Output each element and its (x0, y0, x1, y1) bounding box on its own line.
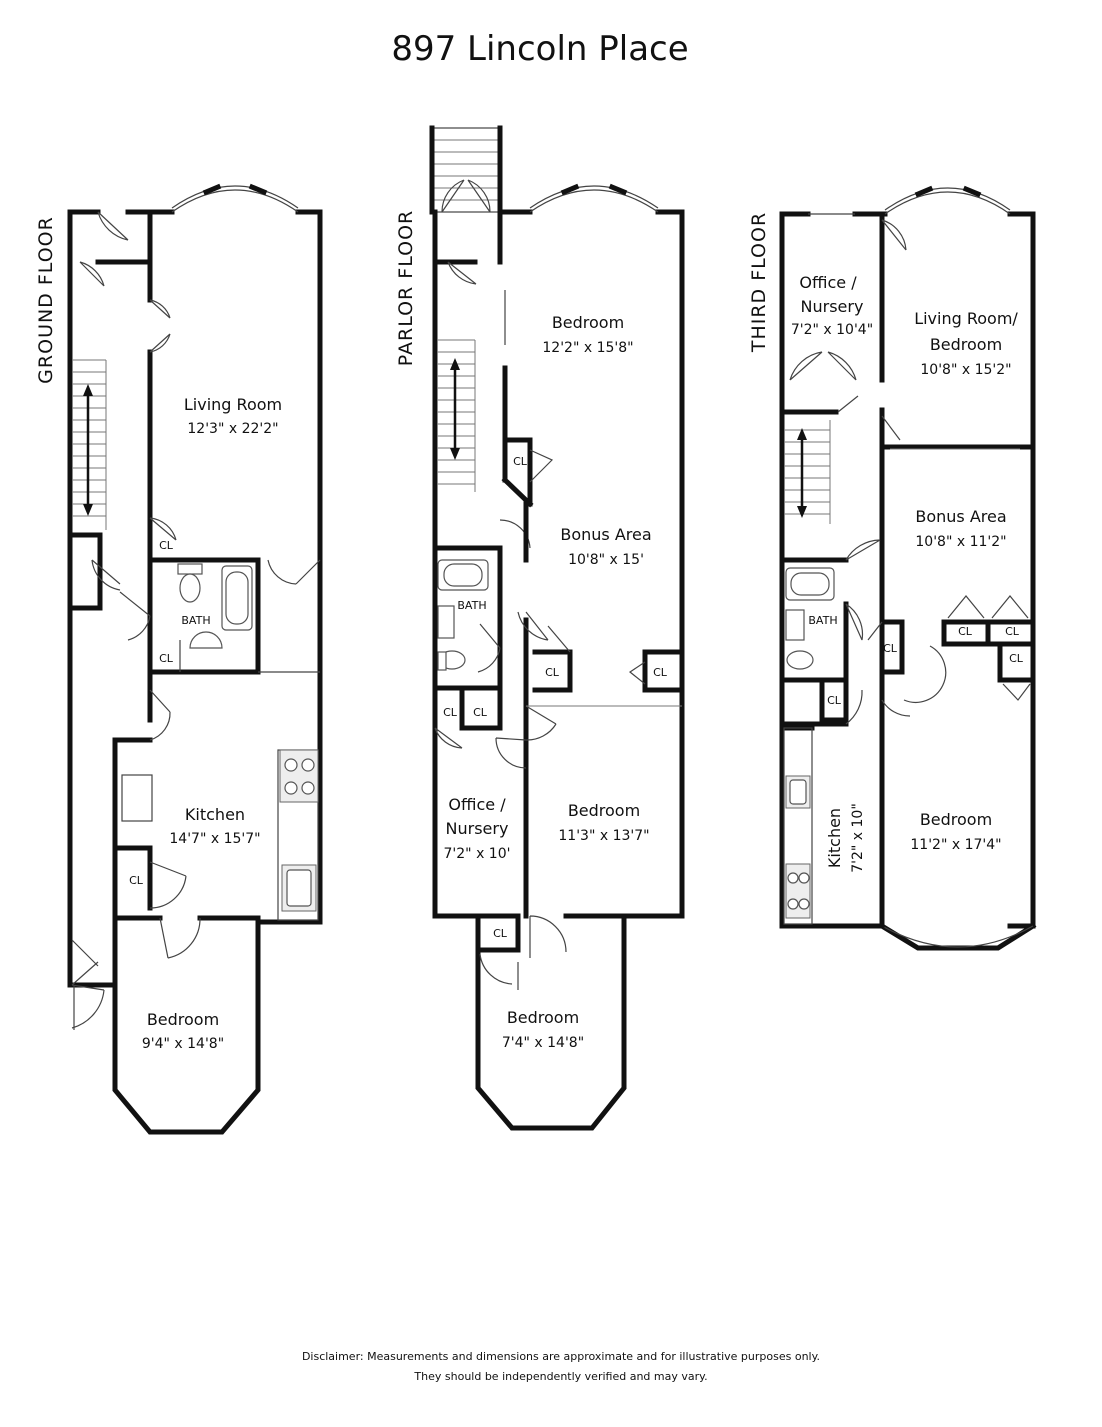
parlor-wall-outer (432, 209, 685, 1131)
parlor-bedroom-2-label: Bedroom (568, 801, 640, 820)
parlor-bedroom-3-dims: 7'4" x 14'8" (502, 1035, 584, 1051)
parlor-closet-5: CL (653, 666, 668, 679)
third-stairs (784, 420, 831, 524)
parlor-closet-3: CL (473, 706, 488, 719)
ground-kitchen-dims: 14'7" x 15'7" (169, 831, 260, 847)
third-bath-label: BATH (808, 614, 837, 627)
third-toilet (786, 650, 814, 670)
parlor-closet-1: CL (513, 455, 528, 468)
ground-closet-1: CL (159, 539, 174, 552)
parlor-stoop-stairs (429, 125, 503, 215)
ground-kitchen-label: Kitchen (185, 805, 245, 824)
third-office-label-1: Office / (799, 273, 857, 292)
third-living-label-1: Living Room/ (914, 309, 1018, 328)
ground-bath-label: BATH (181, 614, 210, 627)
ground-closet-3: CL (129, 874, 144, 887)
third-stove (785, 863, 811, 919)
parlor-closet-2: CL (443, 706, 458, 719)
ground-closet-2: CL (159, 652, 174, 665)
third-bonus-dims: 10'8" x 11'2" (915, 534, 1006, 550)
plan-title: 897 Lincoln Place (391, 29, 688, 69)
parlor-closet-4: CL (545, 666, 560, 679)
ground-wall-right (112, 209, 323, 1135)
disclaimer-line-2: They should be independently verified an… (413, 1370, 707, 1383)
third-closet-1: CL (827, 694, 842, 707)
third-floor-label: THIRD FLOOR (748, 212, 770, 353)
ground-entry-door (97, 211, 129, 241)
third-sink (785, 609, 805, 641)
parlor-floor: PARLOR FLOOR CL (395, 125, 685, 1131)
parlor-closet-6: CL (493, 927, 508, 940)
ground-stove (279, 749, 319, 803)
parlor-bedroom-1-dims: 12'2" x 15'8" (542, 340, 633, 356)
disclaimer-line-1: Disclaimer: Measurements and dimensions … (302, 1350, 820, 1363)
third-closet-3: CL (958, 625, 973, 638)
ground-fridge (121, 774, 153, 822)
third-office-label-2: Nursery (801, 297, 864, 316)
ground-wall-left (67, 209, 101, 988)
parlor-bedroom-1-label: Bedroom (552, 313, 624, 332)
third-bonus-label: Bonus Area (915, 507, 1006, 526)
parlor-sink (437, 605, 455, 639)
third-living-dims: 10'8" x 15'2" (920, 362, 1011, 378)
parlor-office-label-2: Nursery (446, 819, 509, 838)
ground-bedroom-dims: 9'4" x 14'8" (142, 1036, 224, 1052)
ground-toilet (179, 573, 201, 603)
parlor-office-label-1: Office / (448, 795, 506, 814)
ground-floor: GROUND FLOOR (35, 183, 323, 1135)
third-wall-left (779, 211, 885, 929)
third-floor: THIRD FLOOR (748, 185, 1037, 951)
third-wall-right (1007, 211, 1036, 929)
third-office-dims: 7'2" x 10'4" (791, 322, 873, 338)
parlor-stairs (437, 339, 476, 492)
ground-sink (189, 631, 223, 649)
parlor-office-dims: 7'2" x 10' (444, 846, 511, 862)
third-bedroom-dims: 11'2" x 17'4" (910, 837, 1001, 853)
third-kitchen-counter (783, 727, 813, 925)
third-kitchen-dims: 7'2" x 10" (850, 803, 866, 873)
ground-living-room-dims: 12'3" x 22'2" (187, 421, 278, 437)
ground-floor-label: GROUND FLOOR (35, 216, 57, 384)
third-closet-4: CL (1005, 625, 1020, 638)
third-kitchen-label: Kitchen (825, 808, 844, 868)
parlor-bedroom-3-label: Bedroom (507, 1008, 579, 1027)
ground-stairs (72, 359, 107, 530)
ground-bedroom-label: Bedroom (147, 1010, 219, 1029)
ground-living-room-label: Living Room (184, 395, 282, 414)
third-closet-2: CL (883, 642, 898, 655)
third-bedroom-label: Bedroom (920, 810, 992, 829)
parlor-floor-label: PARLOR FLOOR (395, 210, 417, 367)
parlor-bath-label: BATH (457, 599, 486, 612)
third-closet-5: CL (1009, 652, 1024, 665)
parlor-bonus-dims: 10'8" x 15' (568, 552, 644, 568)
parlor-bonus-label: Bonus Area (560, 525, 651, 544)
third-living-label-2: Bedroom (930, 335, 1002, 354)
parlor-bedroom-2-dims: 11'3" x 13'7" (558, 828, 649, 844)
